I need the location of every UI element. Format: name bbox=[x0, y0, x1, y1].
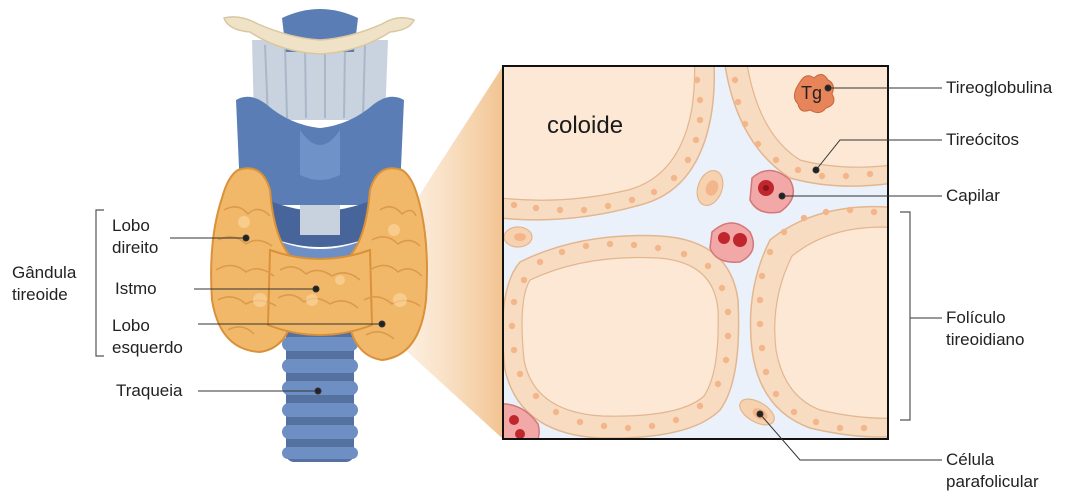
label-glandula-tireoide: Gândula tireoide bbox=[12, 262, 76, 306]
label-istmo: Istmo bbox=[115, 278, 157, 300]
label-lobo-esquerdo: Lobo esquerdo bbox=[112, 315, 183, 359]
label-tireocitos: Tireócitos bbox=[946, 129, 1019, 151]
label-traqueia: Traqueia bbox=[116, 380, 182, 402]
label-celula-parafolicular: Célula parafolicular bbox=[946, 449, 1039, 493]
follicle-right bbox=[750, 207, 900, 437]
isthmus bbox=[268, 250, 372, 335]
label-capilar: Capilar bbox=[946, 185, 1000, 207]
follicle-bracket bbox=[900, 212, 910, 420]
label-tireoglobulina: Tireoglobulina bbox=[946, 77, 1052, 99]
capillary-top bbox=[750, 170, 793, 212]
capillary-middle bbox=[710, 223, 753, 262]
follicle-micrograph bbox=[440, 0, 900, 448]
gland-bracket bbox=[96, 210, 104, 356]
label-foliculo-tireoidiano: Folículo tireoidiano bbox=[946, 307, 1024, 351]
follicle-center bbox=[503, 236, 739, 439]
label-lobo-direito: Lobo direito bbox=[112, 215, 158, 259]
label-tg: Tg bbox=[801, 83, 822, 104]
label-coloide: coloide bbox=[547, 112, 623, 140]
